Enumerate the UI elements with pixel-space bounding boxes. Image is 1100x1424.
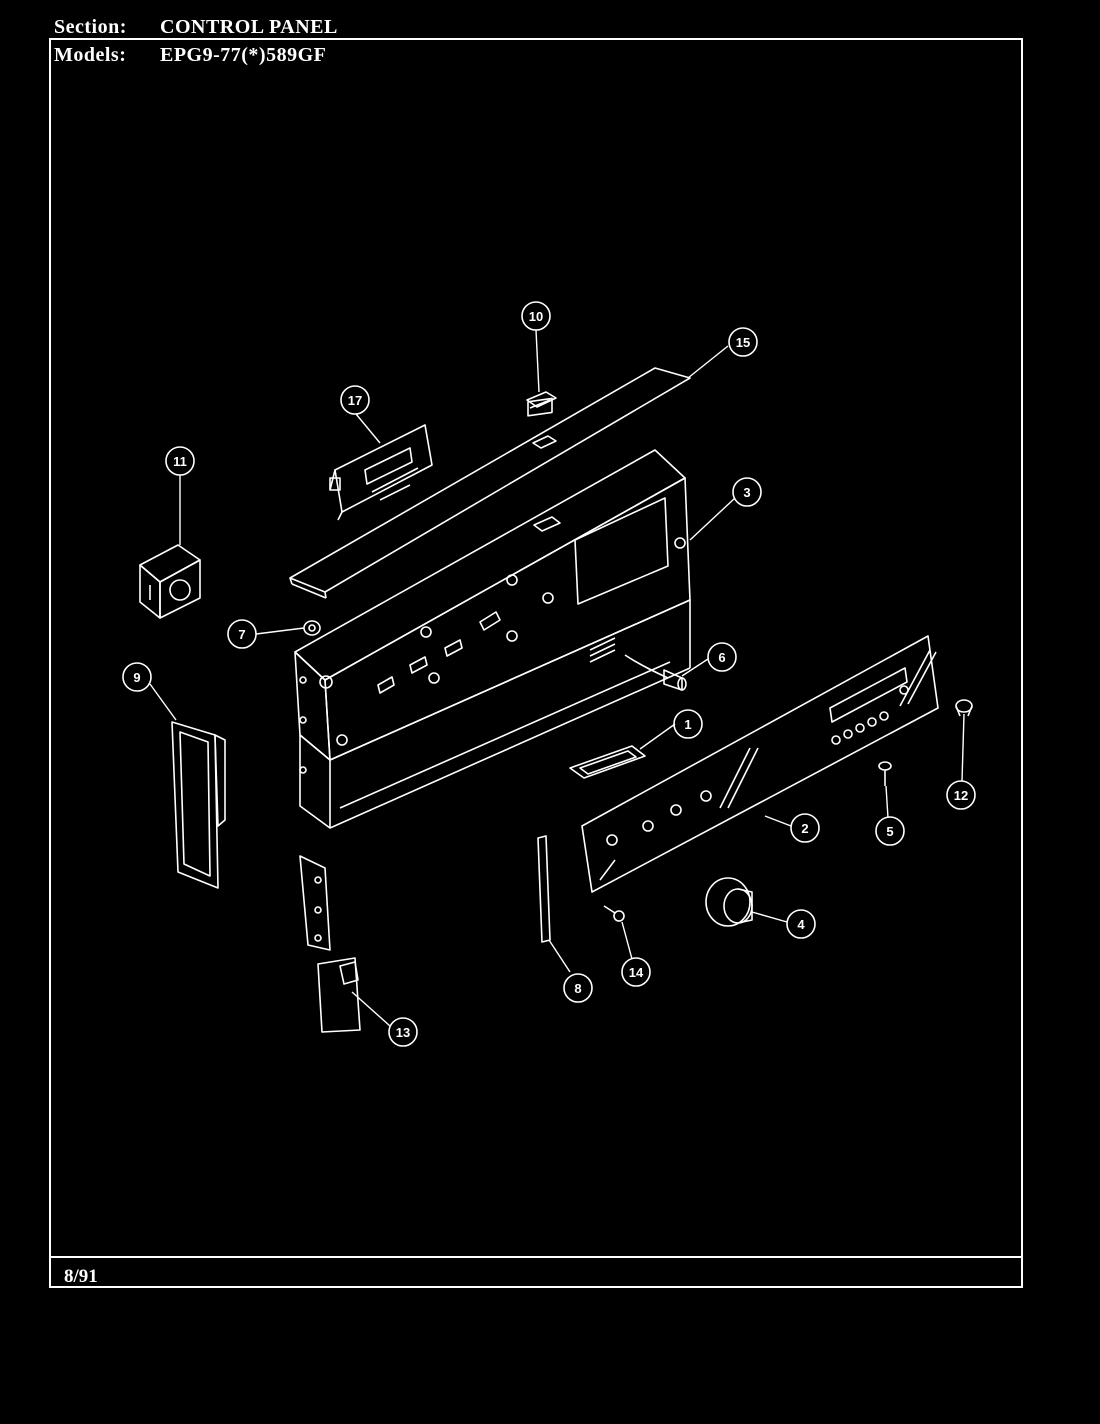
part-switch bbox=[526, 391, 557, 417]
part-panel-housing bbox=[294, 449, 691, 829]
callout-label: 8 bbox=[574, 981, 581, 996]
callout-2: 2 bbox=[790, 813, 820, 843]
callout-12: 12 bbox=[946, 780, 976, 810]
callout-label: 1 bbox=[684, 717, 691, 732]
callout-5: 5 bbox=[875, 816, 905, 846]
footer-divider bbox=[49, 1256, 1023, 1258]
callout-label: 11 bbox=[173, 454, 187, 469]
callout-label: 4 bbox=[797, 917, 805, 932]
callout-3: 3 bbox=[732, 477, 762, 507]
part-front-panel bbox=[581, 635, 939, 893]
part-lamp bbox=[624, 654, 687, 691]
callout-1: 1 bbox=[673, 709, 703, 739]
part-display-window bbox=[569, 745, 646, 779]
callout-4: 4 bbox=[786, 909, 816, 939]
part-grommet bbox=[303, 620, 321, 636]
models-label: Models: bbox=[54, 44, 127, 66]
callout-15: 15 bbox=[728, 327, 758, 357]
callout-9: 9 bbox=[122, 662, 152, 692]
part-small-screw bbox=[603, 905, 625, 922]
part-vertical-strip bbox=[537, 835, 551, 943]
part-timer bbox=[139, 544, 201, 619]
revision-date: 8/91 bbox=[64, 1266, 98, 1287]
callout-label: 6 bbox=[718, 650, 725, 665]
part-side-trim bbox=[171, 721, 226, 889]
callout-13: 13 bbox=[388, 1017, 418, 1047]
section-label: Section: bbox=[54, 16, 127, 38]
callout-6: 6 bbox=[707, 642, 737, 672]
part-control-board bbox=[329, 424, 433, 521]
callout-10: 10 bbox=[521, 301, 551, 331]
callout-label: 5 bbox=[886, 824, 893, 839]
callout-label: 13 bbox=[396, 1025, 410, 1040]
part-bracket bbox=[299, 855, 361, 1033]
section-title: CONTROL PANEL bbox=[160, 16, 338, 38]
callout-label: 2 bbox=[801, 821, 808, 836]
part-trim-strip bbox=[289, 367, 691, 599]
part-screw bbox=[878, 761, 892, 786]
callout-label: 17 bbox=[348, 393, 362, 408]
callout-label: 7 bbox=[238, 627, 245, 642]
callout-label: 12 bbox=[954, 788, 968, 803]
callout-label: 9 bbox=[133, 670, 140, 685]
part-knob bbox=[705, 877, 753, 927]
callout-label: 3 bbox=[743, 485, 750, 500]
part-end-cap bbox=[955, 699, 973, 717]
callout-8: 8 bbox=[563, 973, 593, 1003]
callout-label: 14 bbox=[629, 965, 644, 980]
leader-lines bbox=[149, 329, 965, 1027]
callout-7: 7 bbox=[227, 619, 257, 649]
models-value: EPG9-77(*)589GF bbox=[160, 44, 327, 66]
callout-11: 11 bbox=[165, 446, 195, 476]
callout-label: 10 bbox=[529, 309, 543, 324]
diagram-frame bbox=[49, 38, 1023, 1288]
callout-14: 14 bbox=[621, 957, 651, 987]
callout-17: 17 bbox=[340, 385, 370, 415]
callout-label: 15 bbox=[736, 335, 750, 350]
